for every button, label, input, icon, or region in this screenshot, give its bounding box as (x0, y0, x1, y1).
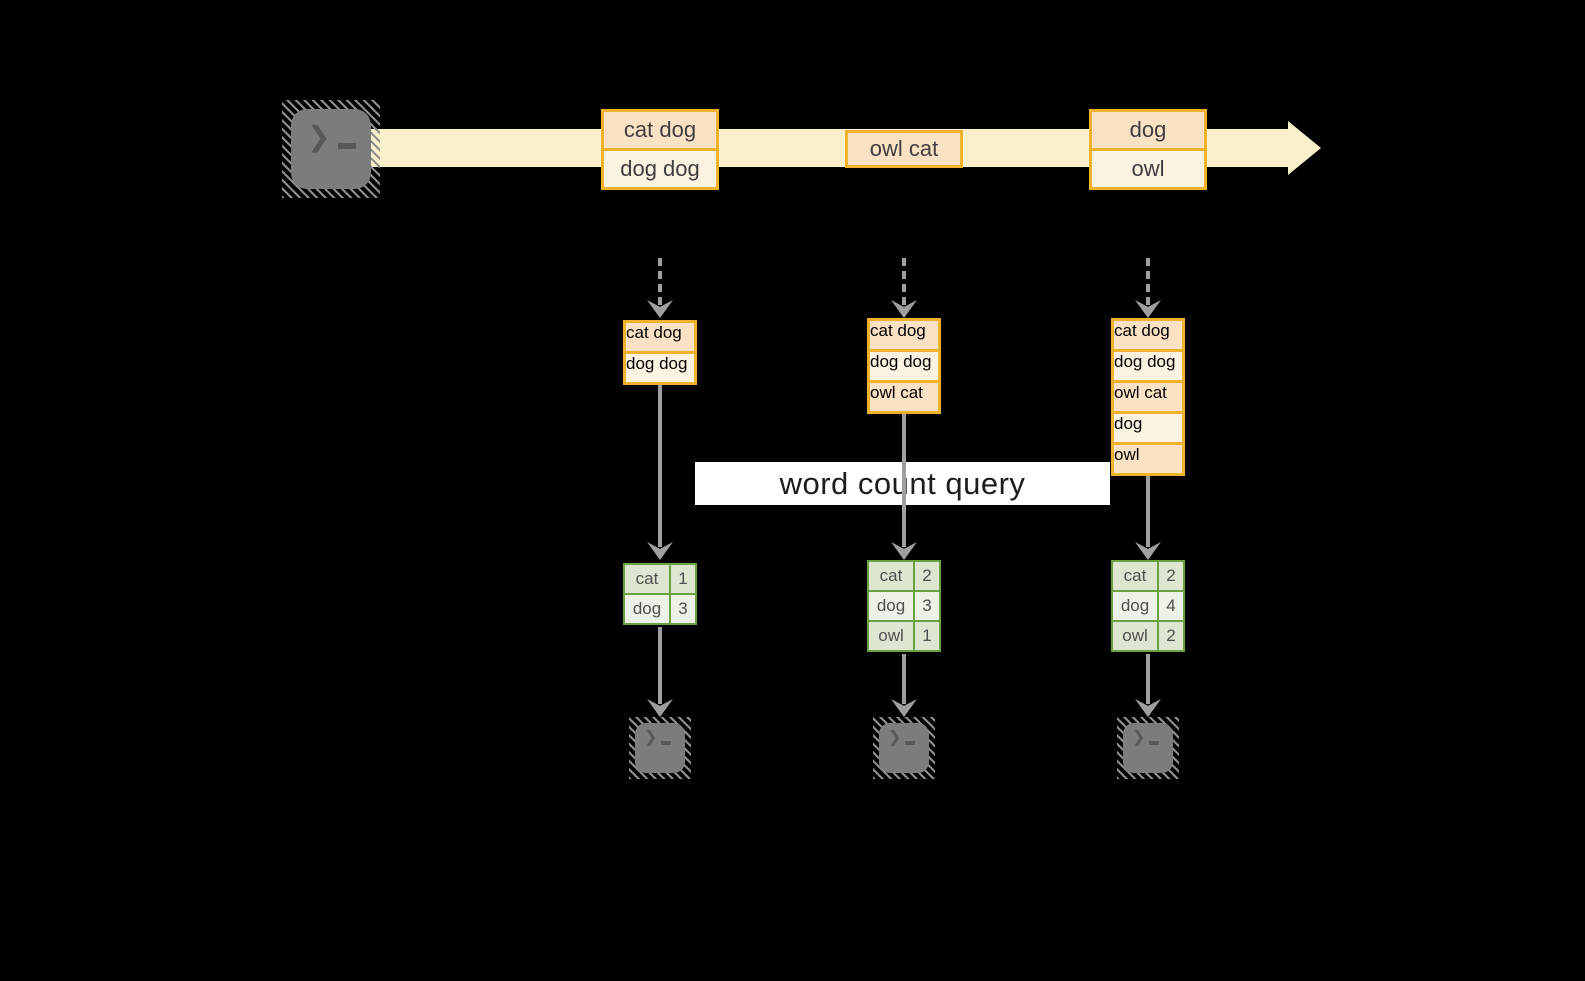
terminal-body: ❯ (1123, 723, 1173, 773)
terminal-cursor-icon (661, 741, 672, 745)
count-cell: 3 (915, 592, 939, 620)
state-event: owl cat (870, 383, 938, 411)
state-event: cat dog (870, 321, 938, 349)
state-stack-2: cat dog dog dog owl cat (867, 318, 941, 414)
stream-batch-1: cat dog dog dog (601, 109, 719, 190)
terminal-body: ❯ (635, 723, 685, 773)
state-event: cat dog (1114, 321, 1182, 349)
word-cell: owl (869, 622, 913, 650)
stream-event: dog dog (604, 151, 716, 187)
stream-event: cat dog (604, 112, 716, 148)
terminal-prompt-icon: ❯ (888, 729, 902, 746)
word-cell: cat (869, 562, 913, 590)
query-arrow (891, 414, 917, 560)
output-arrow (1135, 654, 1161, 717)
sink-terminal-icon: ❯ (629, 717, 691, 779)
state-event: owl cat (1114, 383, 1182, 411)
state-event: dog dog (1114, 352, 1182, 380)
state-event: owl (1114, 445, 1182, 473)
terminal-prompt-icon: ❯ (307, 121, 331, 152)
state-stack-1: cat dog dog dog (623, 320, 697, 385)
ingest-arrow (647, 258, 673, 318)
state-event: dog dog (626, 354, 694, 382)
state-event: cat dog (626, 323, 694, 351)
source-terminal-icon: ❯ (282, 100, 380, 198)
word-cell: cat (625, 565, 669, 593)
terminal-body: ❯ (291, 109, 371, 189)
word-cell: dog (625, 595, 669, 623)
terminal-cursor-icon (905, 741, 916, 745)
stream-event: owl cat (848, 133, 960, 165)
terminal-cursor-icon (338, 143, 357, 149)
stream-arrowhead-icon (1288, 121, 1321, 175)
stream-event: dog (1092, 112, 1204, 148)
stream-event: owl (1092, 151, 1204, 187)
terminal-body: ❯ (879, 723, 929, 773)
count-cell: 2 (1159, 622, 1183, 650)
state-stack-3: cat dog dog dog owl cat dog owl (1111, 318, 1185, 476)
count-cell: 4 (1159, 592, 1183, 620)
stream-batch-3: dog owl (1089, 109, 1207, 190)
count-cell: 1 (915, 622, 939, 650)
count-cell: 3 (671, 595, 695, 623)
count-cell: 2 (915, 562, 939, 590)
terminal-prompt-icon: ❯ (1132, 729, 1146, 746)
output-arrow (647, 627, 673, 717)
terminal-prompt-icon: ❯ (644, 729, 658, 746)
word-cell: dog (869, 592, 913, 620)
sink-terminal-icon: ❯ (873, 717, 935, 779)
output-arrow (891, 654, 917, 717)
word-cell: owl (1113, 622, 1157, 650)
stream-batch-2: owl cat (845, 130, 963, 168)
word-cell: cat (1113, 562, 1157, 590)
terminal-cursor-icon (1149, 741, 1160, 745)
word-cell: dog (1113, 592, 1157, 620)
ingest-arrow (891, 258, 917, 318)
count-cell: 2 (1159, 562, 1183, 590)
ingest-arrow (1135, 258, 1161, 318)
query-arrow (1135, 476, 1161, 560)
sink-terminal-icon: ❯ (1117, 717, 1179, 779)
state-event: dog dog (870, 352, 938, 380)
query-arrow (647, 385, 673, 560)
state-event: dog (1114, 414, 1182, 442)
count-cell: 1 (671, 565, 695, 593)
